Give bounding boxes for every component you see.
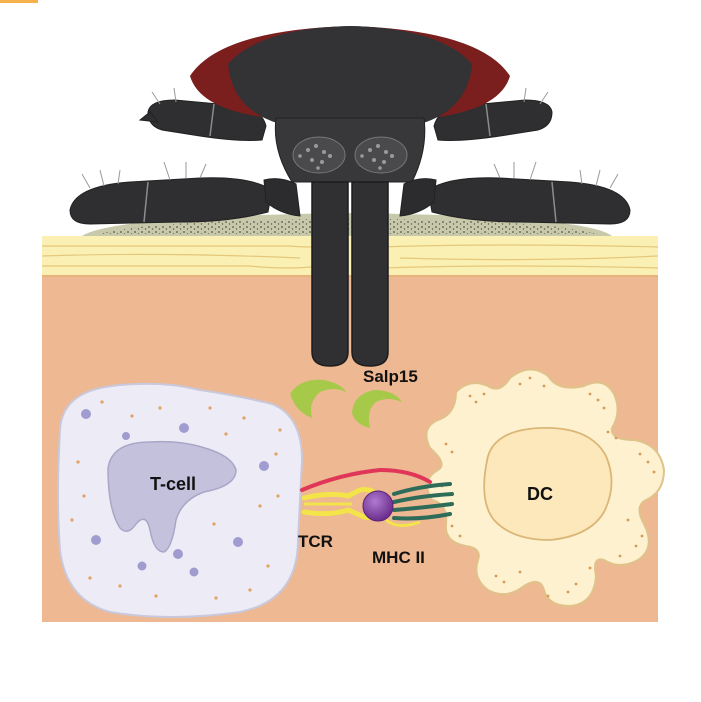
salp15-protein <box>290 379 346 418</box>
tick-scutum <box>228 26 472 124</box>
tick-right-legs <box>427 99 631 225</box>
dc-label: DC <box>527 484 553 504</box>
tick <box>69 26 631 367</box>
tick-mouthpart-left <box>311 181 349 367</box>
t-cell-nucleus <box>107 440 237 553</box>
dendritic-cell <box>425 368 666 608</box>
leg-hairs <box>81 87 619 189</box>
salp15-proteins <box>290 379 402 428</box>
skin-epidermis <box>42 236 658 276</box>
dc-nucleus <box>483 427 613 541</box>
mhc-label: MHC II <box>372 548 425 567</box>
porose-area-right <box>354 136 408 174</box>
tcr-receptor <box>301 487 379 501</box>
salp15-protein <box>352 390 402 428</box>
receptor-red-strand <box>300 467 432 492</box>
mhc-ii-molecule <box>392 482 454 521</box>
tick-mouthpart-right <box>351 181 389 367</box>
epidermis-lines <box>41 244 659 269</box>
t-cell-label: T-cell <box>150 474 196 494</box>
t-cell <box>57 382 304 618</box>
mhc-antigen <box>362 490 394 522</box>
salp15-label: Salp15 <box>363 367 418 386</box>
t-cell-granules <box>81 409 269 577</box>
immune-synapse <box>300 467 454 527</box>
tcr-label: TCR <box>298 532 333 551</box>
tick-left-legs <box>69 99 273 225</box>
corner-mark <box>0 0 38 3</box>
porose-area-left <box>292 136 346 174</box>
